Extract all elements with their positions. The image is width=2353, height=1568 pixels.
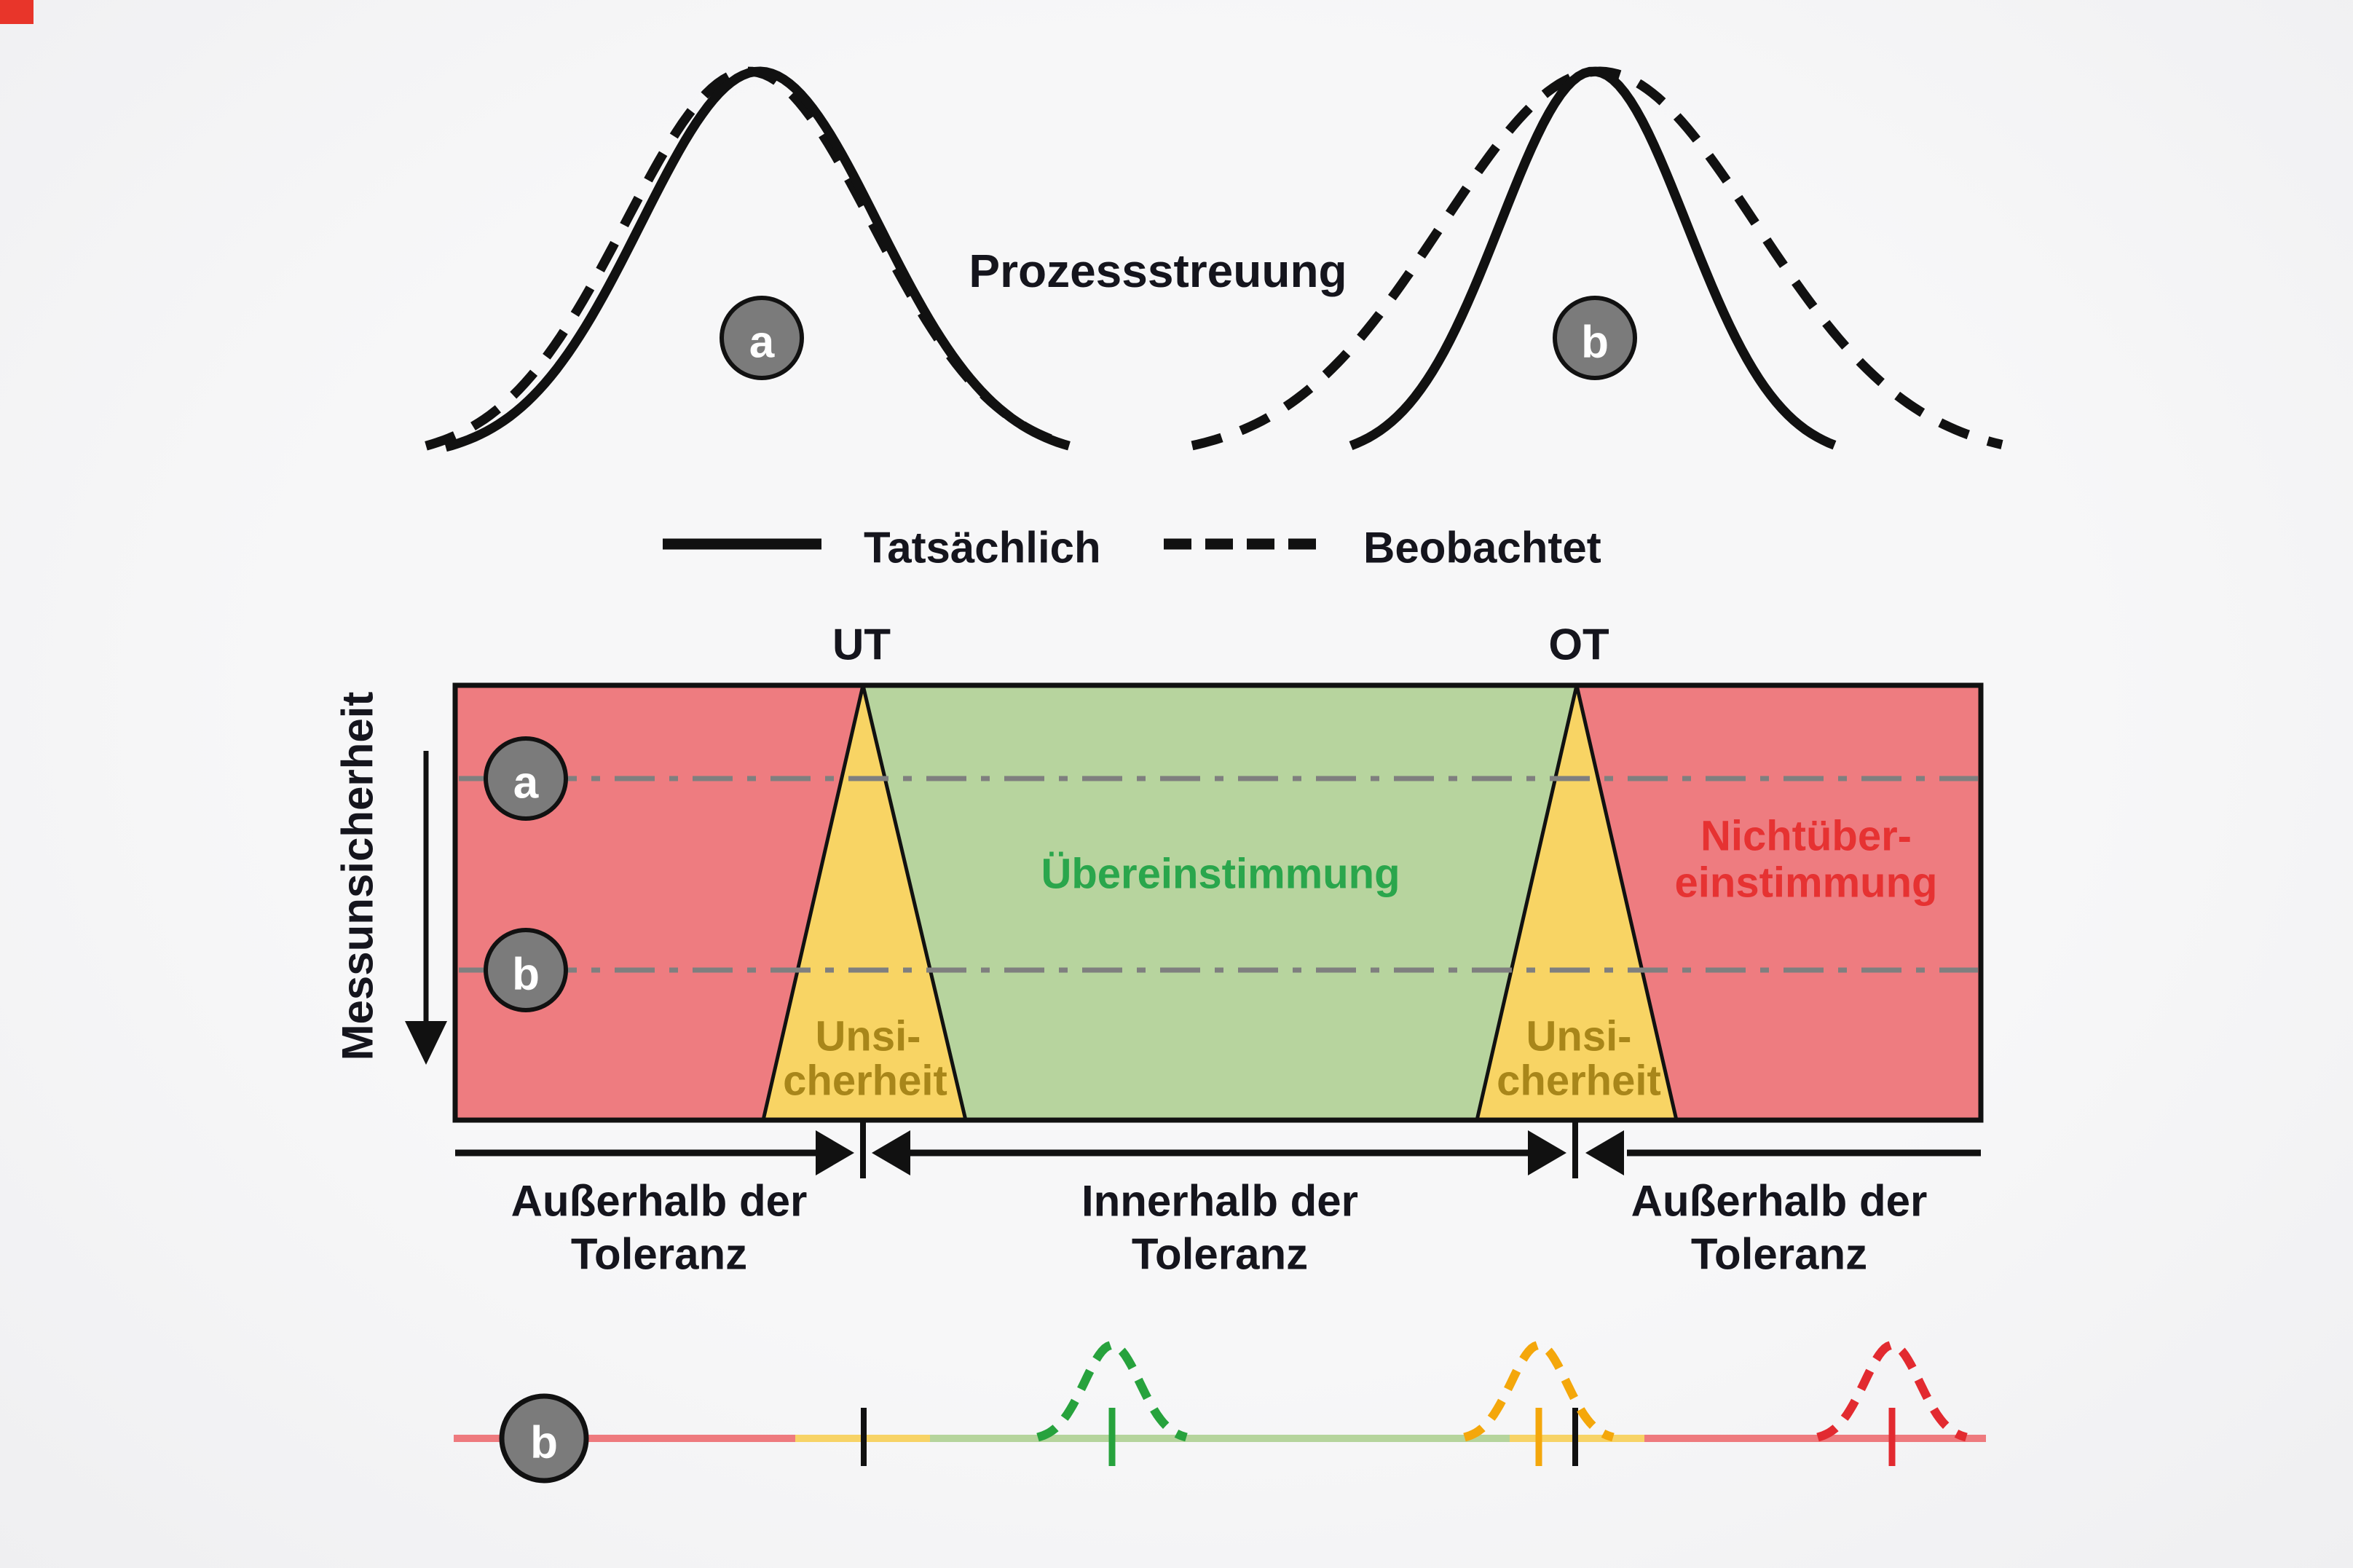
arrow-inside-right-head: [1528, 1130, 1566, 1175]
mini-bell-orange: [1463, 1341, 1615, 1442]
marker-chip-a: a: [720, 296, 804, 380]
process-variation-section: Prozessstreuung a b: [425, 66, 2003, 452]
chart-marker-a-circle: [484, 736, 568, 821]
legend-dashed-label: Beobachtet: [1363, 524, 1601, 572]
uncertainty-right-label-line2: cherheit: [1497, 1057, 1661, 1105]
wedge-edge: [1475, 685, 1579, 1121]
arrow-outside-right-head: [1585, 1130, 1624, 1175]
marker-chip-b: b: [1553, 296, 1637, 380]
chart-marker-b-circle: [484, 928, 568, 1012]
chart-marker-a-letter: a: [513, 758, 539, 808]
measurement-uncertainty-axis-label: Messunsicherheit: [334, 692, 382, 1061]
wedge-edge: [861, 685, 968, 1121]
scale-marker-chip-b: b: [499, 1393, 589, 1484]
process-curve-a-actual-solid: [444, 66, 1071, 452]
uncertainty-direction-arrow-head: [405, 1021, 447, 1065]
scale-marker-b-letter: b: [530, 1418, 558, 1468]
inside-tolerance-label-line2: Toleranz: [1132, 1230, 1308, 1279]
arrow-outside-left-head: [816, 1130, 854, 1175]
ut-limit-label: UT: [832, 620, 891, 669]
marker-chip-b-letter: b: [1581, 318, 1609, 368]
ot-limit-label: OT: [1548, 620, 1609, 669]
scale-marker-b-circle: [499, 1393, 589, 1484]
tolerance-arrow-row: Außerhalb der Toleranz Innerhalb der Tol…: [455, 1120, 1981, 1279]
tolerance-box-border: [452, 682, 1984, 1123]
outside-tolerance-left-label-line1: Außerhalb der: [511, 1177, 808, 1226]
zone-conformance: [863, 685, 1577, 1120]
outside-tolerance-left-label-line2: Toleranz: [571, 1230, 747, 1279]
corner-artifact: [0, 0, 33, 24]
nonconformance-label-line2: einstimmung: [1675, 859, 1938, 907]
legend: Tatsächlich Beobachtet: [663, 524, 1601, 572]
tolerance-chart: UT OT Übereinstimmung Nichtüber- einstim…: [334, 620, 1984, 1123]
measurement-scale-section: b: [454, 1341, 1986, 1484]
inside-tolerance-label-line1: Innerhalb der: [1081, 1177, 1358, 1226]
wedge-edge: [1574, 685, 1679, 1121]
conformance-label: Übereinstimmung: [1041, 851, 1400, 898]
legend-solid-label: Tatsächlich: [864, 524, 1101, 572]
marker-chip-b-circle: [1553, 296, 1637, 380]
marker-chip-a-letter: a: [749, 318, 775, 368]
zone-uncertainty-left: [763, 685, 966, 1120]
zone-nonconformance-right: [1577, 685, 1981, 1120]
scale-segment-red-right: [1644, 1435, 1986, 1442]
outside-tolerance-right-label-line2: Toleranz: [1691, 1230, 1867, 1279]
arrow-inside-left-head: [872, 1130, 910, 1175]
wedge-edge: [761, 685, 865, 1121]
nonconformance-label-line1: Nichtüber-: [1700, 813, 1912, 860]
outside-tolerance-right-label-line1: Außerhalb der: [1631, 1177, 1928, 1226]
process-curve-b-actual-solid: [1349, 66, 1837, 451]
marker-chip-a-circle: [720, 296, 804, 380]
uncertainty-left-label-line2: cherheit: [783, 1057, 947, 1105]
chart-marker-chip-a: a: [484, 736, 568, 821]
chart-marker-chip-b: b: [484, 928, 568, 1012]
zone-uncertainty-right: [1477, 685, 1676, 1120]
mini-bell-green: [1036, 1341, 1188, 1442]
scale-segment-red-left: [454, 1435, 795, 1442]
chart-marker-b-letter: b: [512, 950, 540, 1000]
scale-segment-green: [930, 1435, 1510, 1442]
uncertainty-left-label-line1: Unsi-: [816, 1013, 921, 1060]
mini-bell-red: [1816, 1341, 1968, 1442]
process-variation-title: Prozessstreuung: [969, 245, 1347, 297]
uncertainty-right-label-line1: Unsi-: [1526, 1013, 1632, 1060]
